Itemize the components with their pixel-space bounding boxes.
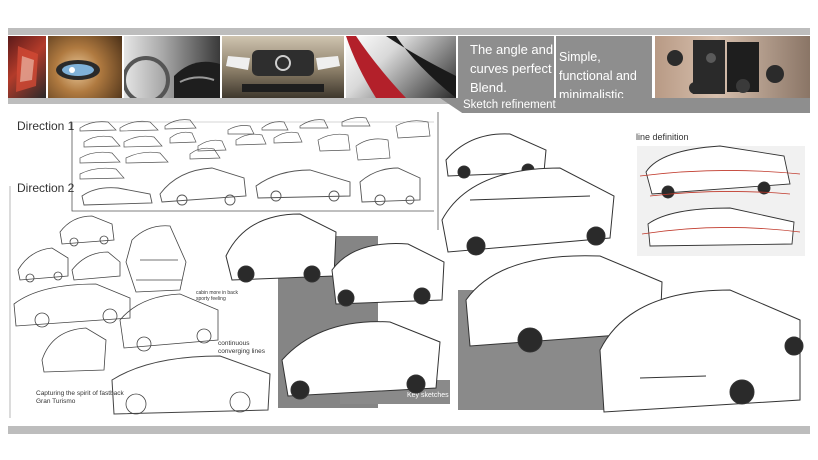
dashboard-graphic <box>667 40 784 94</box>
photo-wheel-mirror <box>124 36 220 98</box>
sketch-d2-a <box>59 215 115 245</box>
sketch-refinement-tab <box>440 98 810 113</box>
grille-graphic <box>226 50 340 92</box>
header-bar <box>8 98 810 104</box>
note-converging: continuous converging lines <box>218 340 265 355</box>
sketch-d2-c <box>71 251 121 281</box>
photo-red-roofline <box>346 36 456 98</box>
direction-1-label: Direction 1 <box>17 119 75 133</box>
sketch-refined-small <box>445 133 547 177</box>
sketch-d1-row3 <box>79 147 221 180</box>
note-gran-turismo: Capturing the spirit of fastback Gran Tu… <box>36 390 124 405</box>
roofline-graphic <box>346 36 456 98</box>
caption-angle: The angle and curves perfect Blend. <box>470 42 554 95</box>
red-definition-lines <box>639 170 801 235</box>
sketch-line-side <box>645 145 791 195</box>
photo-dashboard-controls <box>655 36 810 98</box>
direction-2-label: Direction 2 <box>17 181 75 195</box>
sketch-d2-front <box>41 327 107 373</box>
sketch-line-top <box>647 207 795 247</box>
photo-front-grille <box>222 36 344 98</box>
bottom-divider-bar <box>8 426 810 434</box>
headlight-graphic <box>56 60 100 80</box>
line-definition-label: line definition <box>636 132 689 142</box>
sketch-d1-main <box>81 167 421 206</box>
sketch-d2-side <box>13 283 131 327</box>
note-cabin: cabin more in back sporty feeling <box>196 290 238 302</box>
photo-taillight <box>8 36 46 98</box>
sketch-refined-front <box>599 289 801 413</box>
sketch-d2-3q <box>119 293 219 349</box>
sketch-d2-b <box>17 247 69 281</box>
sketch-d2-top <box>125 225 187 293</box>
sketch-d1-row2 <box>83 131 391 161</box>
wheel-graphic <box>124 56 220 98</box>
sketch-center-key <box>281 321 441 397</box>
sketch-d1-row1 <box>79 117 431 139</box>
sketch-center-rear <box>225 213 337 281</box>
sketch-refined-top <box>441 167 615 253</box>
photo-headlight <box>48 36 122 98</box>
sketch-d2-gt <box>111 355 271 415</box>
sketch-refined-3q <box>465 255 663 347</box>
top-divider-bar <box>8 28 810 35</box>
caption-box-simple <box>556 36 652 98</box>
key-sketches-label: Key sketches <box>407 392 449 399</box>
sketch-center-front <box>331 243 445 305</box>
caption-box-angle <box>458 36 554 98</box>
sketch-refinement-title: Sketch refinement <box>463 99 556 111</box>
taillight-graphic <box>16 46 38 92</box>
